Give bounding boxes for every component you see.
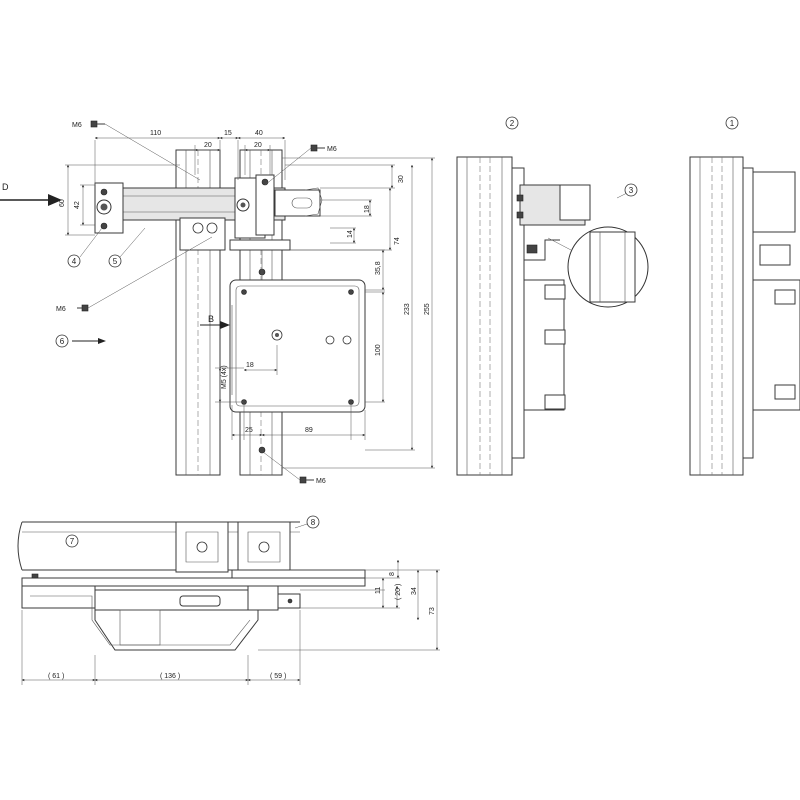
- dim-73: 73: [429, 607, 436, 615]
- dim-20b: 20: [254, 142, 262, 149]
- lever: [255, 174, 275, 236]
- dim-30: 30: [398, 175, 405, 183]
- label-m5: M5 (4x): [221, 365, 228, 389]
- view1-actuator: [752, 171, 796, 233]
- actuator-body: [179, 217, 226, 251]
- dim-25: 25: [245, 427, 253, 434]
- callout-6: 6: [55, 334, 69, 348]
- view2-profile: [456, 156, 513, 476]
- front-view: [77, 120, 366, 484]
- dim-61: ( 61 ): [48, 673, 64, 680]
- dim-136: ( 136 ): [160, 673, 180, 680]
- base-plate: [21, 577, 366, 587]
- svg-text:3: 3: [629, 186, 634, 195]
- callout-8: 8: [306, 515, 320, 529]
- dim-74: 74: [394, 237, 401, 245]
- dim-89: 89: [305, 427, 313, 434]
- arrow-b-icon: [220, 321, 230, 329]
- dim-15: 15: [224, 130, 232, 137]
- svg-text:7: 7: [70, 537, 75, 546]
- actuator-tongue: [274, 189, 321, 217]
- dim-255: 255: [424, 303, 431, 315]
- dim-35-8: 35,8: [375, 261, 382, 275]
- dim-11: 11: [375, 587, 382, 594]
- dim-59: ( 59 ): [270, 673, 286, 680]
- dim-233: 233: [404, 303, 411, 315]
- dim-20a: 20: [204, 142, 212, 149]
- svg-text:8: 8: [311, 518, 316, 527]
- label-b: B: [208, 314, 214, 324]
- actuator-head: [247, 585, 279, 611]
- dim-40: 40: [255, 130, 263, 137]
- dim-42: 42: [74, 201, 81, 209]
- callout-4: 4: [67, 254, 81, 268]
- dim-18h: 18: [246, 362, 254, 369]
- view-arrows: [0, 194, 230, 344]
- switch-housing: [229, 279, 366, 413]
- svg-text:4: 4: [72, 257, 77, 266]
- dim-60: 60: [59, 199, 66, 207]
- front-view-dimensions: [65, 123, 435, 481]
- bottom-view-dimensions: [21, 522, 440, 685]
- dim-34: 34: [411, 587, 418, 595]
- label-m6-bottom: M6: [316, 478, 326, 485]
- svg-text:5: 5: [113, 257, 118, 266]
- callout-1: 1: [725, 116, 739, 130]
- dim-100: 100: [375, 344, 382, 356]
- svg-text:1: 1: [730, 119, 735, 128]
- dimension-texts: 110 15 40 20 20 60 42 30 18 14 74 35,8 2…: [48, 130, 436, 680]
- dim-8: 8: [389, 572, 396, 576]
- dim-110: 110: [150, 130, 161, 137]
- label-m6-right: M6: [327, 146, 337, 153]
- bottom-view: [17, 521, 366, 651]
- pin-rail: [229, 239, 291, 251]
- dim-20c: ( 20 ): [395, 584, 402, 600]
- callout-3: 3: [624, 183, 638, 197]
- label-m6-left: M6: [56, 306, 66, 313]
- callout-7: 7: [65, 534, 79, 548]
- label-d: D: [2, 182, 9, 192]
- callout-2: 2: [505, 116, 519, 130]
- side-view-1: [689, 156, 800, 476]
- svg-text:2: 2: [510, 119, 515, 128]
- view1-profile: [689, 156, 744, 476]
- arrow-6-icon: [98, 338, 106, 344]
- callout-5: 5: [108, 254, 122, 268]
- dim-18v: 18: [364, 205, 371, 213]
- part-labels: D B M6 M6 M6 M6 M5 (4x): [2, 122, 337, 485]
- svg-text:6: 6: [60, 337, 65, 346]
- dim-14: 14: [347, 230, 354, 238]
- side-view-2: [456, 156, 591, 476]
- profile-section-left: [175, 521, 229, 573]
- view2-switch: [523, 279, 565, 411]
- arrow-d-icon: [48, 194, 62, 206]
- view1-plate: [742, 167, 754, 459]
- label-m6-top: M6: [72, 122, 82, 129]
- profile-section-right: [237, 521, 291, 573]
- callouts: 1 2 3 4 5 6 7 8: [55, 116, 739, 548]
- detail-3: [547, 190, 649, 308]
